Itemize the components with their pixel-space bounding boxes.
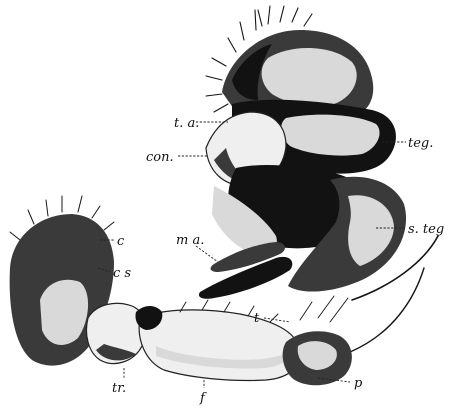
label-t-a: t. a. — [174, 116, 199, 131]
subtegmen-seta-2 — [350, 268, 424, 352]
label-c-s: c s — [113, 266, 131, 281]
label-c: c — [117, 234, 125, 249]
label-con: con. — [146, 150, 174, 165]
label-m-a: m a. — [176, 233, 204, 248]
label-f: f — [199, 391, 207, 406]
label-p: p — [354, 376, 363, 391]
label-tr: tr. — [112, 381, 126, 396]
label-s-teg: s. teg — [408, 222, 444, 237]
genital-apparatus — [199, 6, 438, 352]
label-t: t — [254, 311, 260, 326]
femur — [139, 310, 300, 381]
label-teg: teg. — [408, 136, 433, 151]
